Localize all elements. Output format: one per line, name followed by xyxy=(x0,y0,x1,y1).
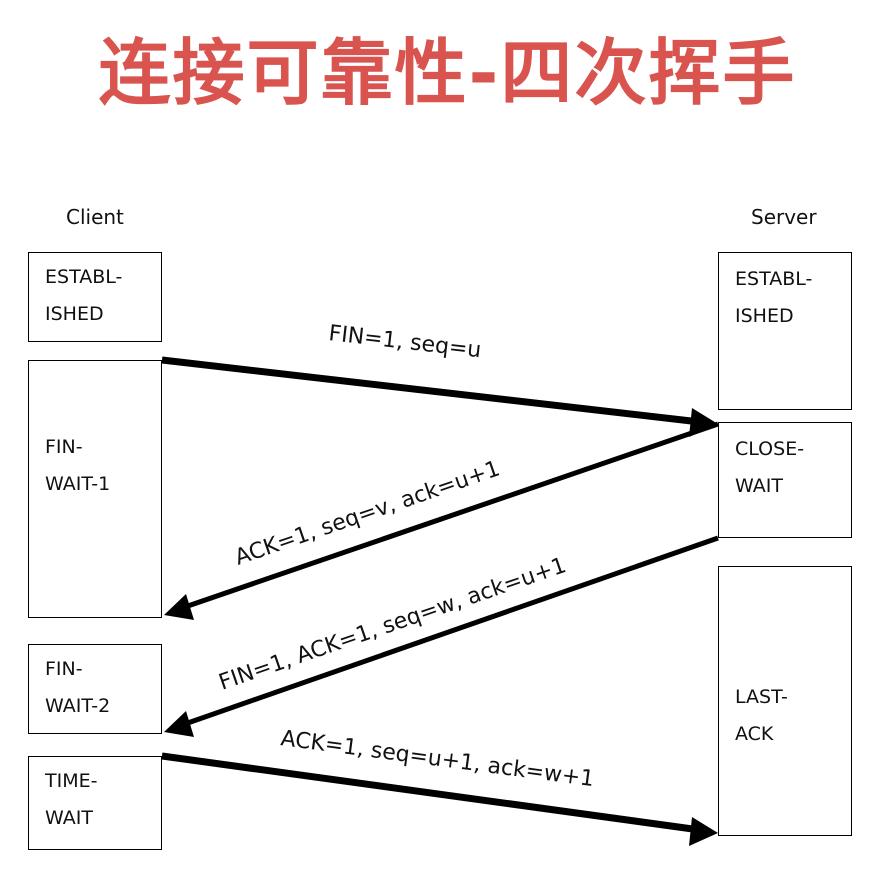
server-state-established: ESTABL- ISHED xyxy=(718,252,852,410)
message-label-1: FIN=1, seq=u xyxy=(327,321,482,363)
client-state-time-wait-label: TIME- WAIT xyxy=(45,770,98,829)
arrow-fin-1 xyxy=(161,356,718,437)
server-state-last-ack-label: LAST- ACK xyxy=(735,686,788,745)
arrow-ack-2 xyxy=(161,752,718,846)
server-state-established-label: ESTABL- ISHED xyxy=(735,268,813,327)
client-state-fin-wait-1-label: FIN- WAIT-1 xyxy=(45,436,111,495)
client-state-fin-wait-1: FIN- WAIT-1 xyxy=(28,360,162,618)
message-label-4: ACK=1, seq=u+1, ack=w+1 xyxy=(279,726,595,792)
server-state-close-wait: CLOSE- WAIT xyxy=(718,422,852,538)
client-state-fin-wait-2: FIN- WAIT-2 xyxy=(28,644,162,734)
client-state-time-wait: TIME- WAIT xyxy=(28,756,162,850)
client-state-fin-wait-2-label: FIN- WAIT-2 xyxy=(45,658,111,717)
arrow-fin-ack-2 xyxy=(164,535,719,737)
client-state-established-label: ESTABL- ISHED xyxy=(45,266,123,325)
client-label: Client xyxy=(66,205,124,229)
page-title: 连接可靠性-四次挥手 xyxy=(98,31,797,115)
client-state-established: ESTABL- ISHED xyxy=(28,252,162,342)
arrow-ack-1 xyxy=(164,421,719,620)
server-label: Server xyxy=(751,205,817,229)
server-state-last-ack: LAST- ACK xyxy=(718,566,852,836)
message-label-3: FIN=1, ACK=1, seq=w, ack=u+1 xyxy=(216,553,570,696)
server-state-close-wait-label: CLOSE- WAIT xyxy=(735,438,805,497)
